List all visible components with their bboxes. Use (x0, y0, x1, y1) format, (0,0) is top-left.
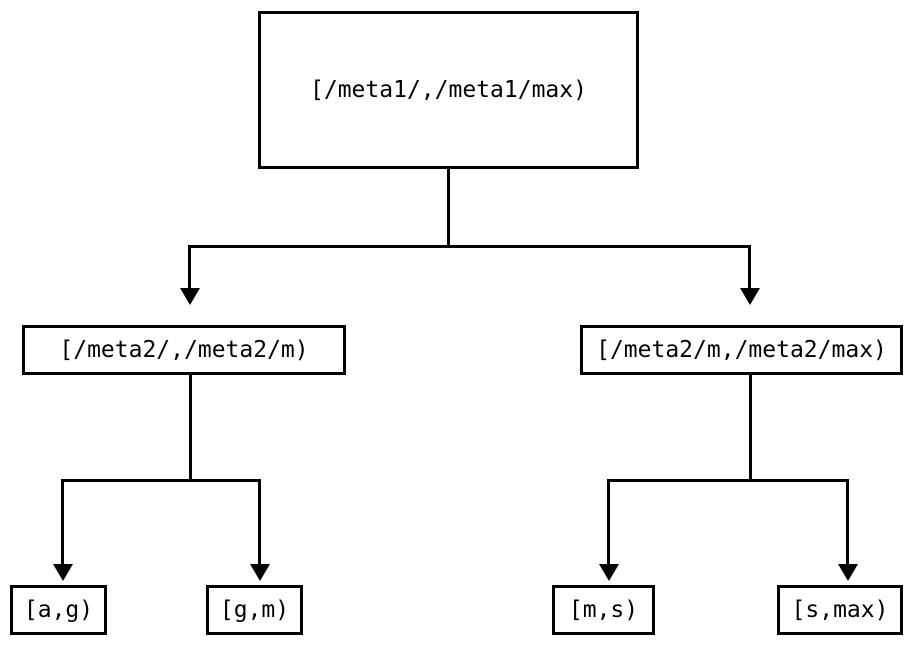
edge-mid-left-to-leaf-1 (61, 479, 64, 566)
edge-root-stem (447, 168, 450, 248)
arrowhead-mid-left-to-leaf-1 (53, 564, 73, 581)
arrowhead-root-to-mid-right (740, 288, 760, 305)
edge-mid-left-crossbar (61, 479, 261, 482)
tree-node-root[interactable]: [/meta1/,/meta1/max) (258, 11, 639, 169)
edge-root-crossbar (188, 245, 751, 248)
edge-root-to-mid-left (188, 245, 191, 290)
edge-root-to-mid-right (748, 245, 751, 290)
arrowhead-mid-left-to-leaf-2 (250, 564, 270, 581)
edge-mid-left-stem (189, 374, 192, 482)
arrowhead-mid-right-to-leaf-4 (838, 564, 858, 581)
edge-mid-right-to-leaf-4 (846, 479, 849, 566)
edge-mid-right-crossbar (607, 479, 849, 482)
edge-mid-right-stem (749, 374, 752, 482)
arrowhead-mid-right-to-leaf-3 (599, 564, 619, 581)
tree-node-mid-left[interactable]: [/meta2/,/meta2/m) (22, 325, 346, 375)
tree-node-mid-right[interactable]: [/meta2/m,/meta2/max) (580, 325, 903, 375)
arrowhead-root-to-mid-left (180, 288, 200, 305)
tree-node-leaf-4[interactable]: [s,max) (777, 585, 903, 635)
tree-node-leaf-1[interactable]: [a,g) (10, 585, 107, 635)
tree-node-leaf-2[interactable]: [g,m) (206, 585, 303, 635)
tree-node-leaf-3[interactable]: [m,s) (552, 585, 655, 635)
edge-mid-left-to-leaf-2 (258, 479, 261, 566)
edge-mid-right-to-leaf-3 (607, 479, 610, 566)
